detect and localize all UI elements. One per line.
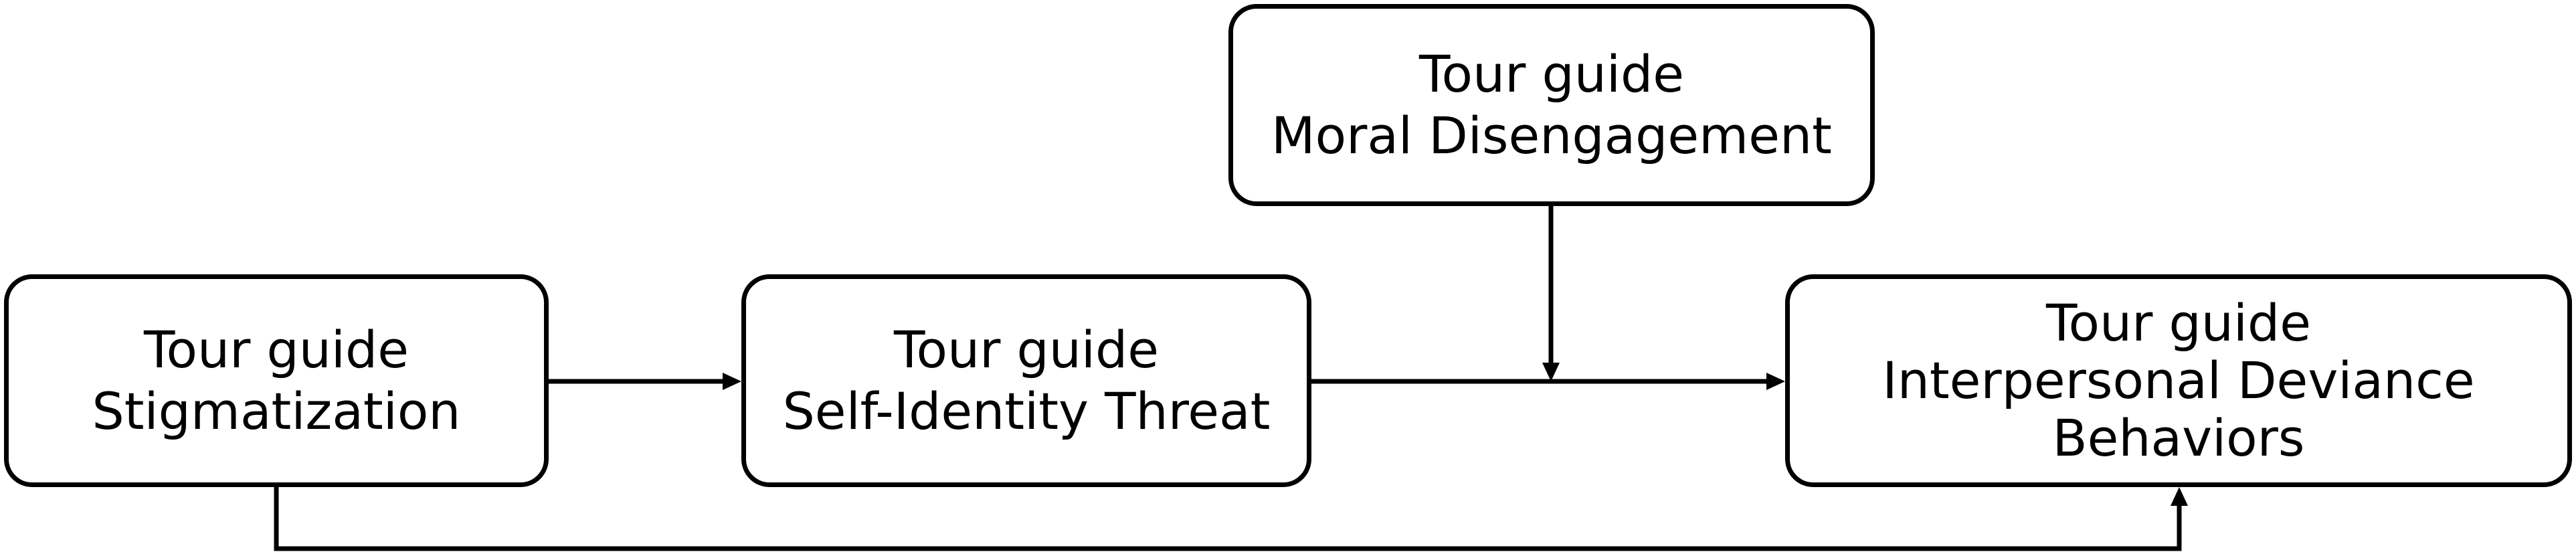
node-interpersonal-deviance: Tour guide Interpersonal Deviance Behavi…: [1785, 274, 2572, 487]
node-interpersonal-deviance-line3: Behaviors: [2052, 408, 2305, 468]
node-stigmatization-line1: Tour guide: [143, 320, 409, 379]
node-interpersonal-deviance-line2: Interpersonal Deviance: [1882, 351, 2475, 410]
node-moral-disengagement: Tour guide Moral Disengagement: [1228, 4, 1875, 206]
edge-stigmatization-to-threat: [549, 373, 741, 390]
node-stigmatization: Tour guide Stigmatization: [4, 274, 549, 487]
edge-moral-to-path: [1542, 206, 1560, 381]
node-stigmatization-line2: Stigmatization: [92, 381, 461, 441]
node-self-identity-threat: Tour guide Self-Identity Threat: [741, 274, 1311, 487]
node-interpersonal-deviance-line1: Tour guide: [2045, 293, 2312, 353]
node-self-identity-threat-line1: Tour guide: [893, 320, 1160, 379]
edge-stigmatization-to-deviance: [274, 487, 2188, 551]
edge-threat-to-deviance: [1311, 373, 1785, 390]
node-moral-disengagement-line2: Moral Disengagement: [1271, 106, 1832, 165]
node-moral-disengagement-line1: Tour guide: [1418, 44, 1685, 104]
node-self-identity-threat-line2: Self-Identity Threat: [782, 381, 1271, 441]
